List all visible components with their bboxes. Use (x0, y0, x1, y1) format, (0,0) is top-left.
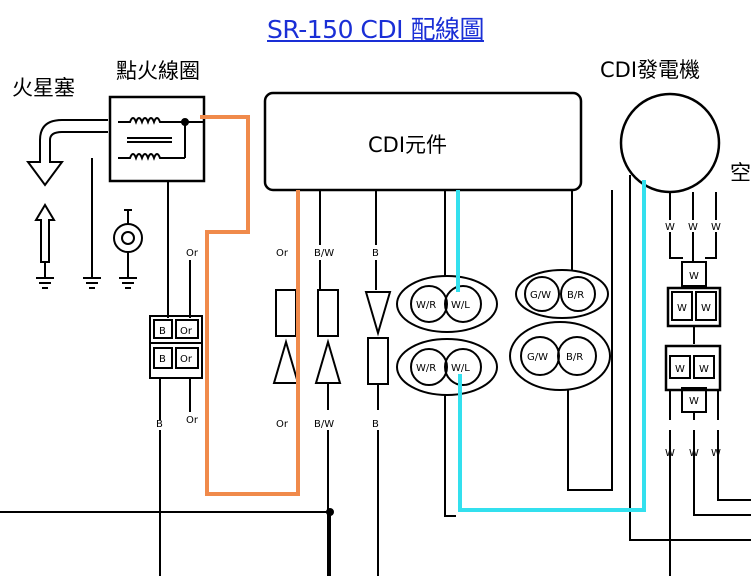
ignition-connector (149, 315, 203, 379)
wire-label: W (701, 303, 711, 314)
ground-bus-line (0, 511, 331, 576)
connector-gw-br-bot (509, 321, 611, 391)
wire-label: W (689, 448, 699, 459)
diagram-title: SR-150 CDI 配線圖 (267, 15, 484, 44)
wire-label: W (675, 364, 685, 375)
wire-label: B (159, 326, 166, 337)
cdi-unit-box (263, 91, 583, 192)
wire-label: W (689, 271, 699, 282)
coil-winding-bottom (118, 153, 185, 161)
diode-3 (364, 291, 392, 337)
diode-1 (272, 338, 300, 384)
cdi-generator (619, 92, 721, 194)
wire-label: W/R (416, 300, 436, 311)
coil-winding-top (118, 117, 185, 125)
ground-arrow (34, 203, 56, 263)
cdi-unit-label: CDI元件 (368, 133, 447, 157)
wire-label: W (688, 222, 698, 233)
coil-link (184, 121, 204, 158)
ignition-coil-label: 點火線圈 (116, 59, 200, 83)
wire-label: B/W (314, 248, 334, 259)
connector-gw-br-top (515, 269, 609, 319)
fuse-1 (275, 289, 297, 337)
connector-wr-wl-top (396, 275, 498, 333)
wire-label: W/L (451, 300, 470, 311)
wire-label: B/R (566, 352, 583, 363)
wire-label: W/R (416, 363, 436, 374)
coil-core (127, 137, 172, 143)
gen-connector-bot (664, 344, 722, 392)
wire-label: G/W (527, 352, 548, 363)
wire-label: B (372, 248, 379, 259)
wire-label: Or (276, 419, 289, 430)
wire-label: W/L (451, 363, 470, 374)
wire-label: W (665, 448, 675, 459)
wire-label: B/R (567, 290, 584, 301)
lamp-symbol (113, 223, 143, 253)
orange-wire (200, 115, 300, 496)
fuse-3 (367, 337, 389, 385)
diode-2 (314, 338, 342, 384)
ignition-coil-box (108, 95, 206, 183)
spark-ground (36, 262, 54, 289)
spark-plug-label: 火星塞 (12, 76, 75, 100)
wire-label: B/W (314, 419, 334, 430)
cut-off-label: 空 (730, 161, 751, 185)
wire-label: G/W (530, 290, 551, 301)
wire-label: Or (180, 354, 193, 365)
cyan-wire-bottom (458, 180, 646, 512)
wire-label: W (711, 448, 721, 459)
spark-plug-arrow (26, 119, 108, 187)
wire-label: W (711, 222, 721, 233)
wire-label: W (689, 396, 699, 407)
wire-label: Or (276, 248, 289, 259)
wire-label: B (156, 419, 163, 430)
wire-label: W (699, 364, 709, 375)
wire-label: Or (186, 415, 199, 426)
wire-label: Or (180, 326, 193, 337)
wire-label: W (677, 303, 687, 314)
fuse-2 (317, 289, 339, 337)
coil-ground-wire (83, 158, 101, 289)
wire-label: Or (186, 248, 199, 259)
gen-connector-top (681, 261, 707, 287)
cdi-generator-label: CDI發電機 (600, 58, 700, 82)
wire-label: B (372, 419, 379, 430)
connector-wr-wl-bot (396, 338, 498, 396)
wire-label: W (665, 222, 675, 233)
wire-label: B (159, 354, 166, 365)
